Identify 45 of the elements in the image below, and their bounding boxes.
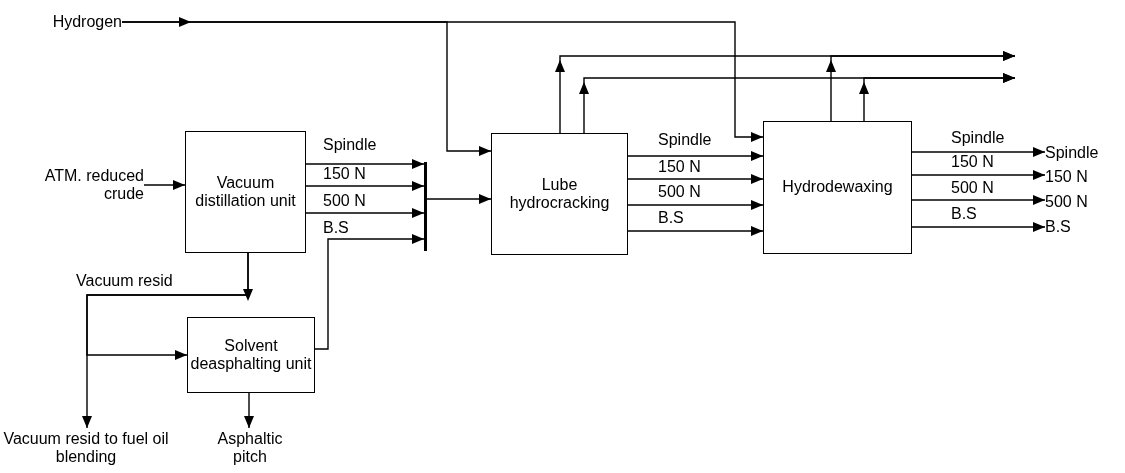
- stream-label: Asphaltic pitch: [200, 428, 300, 468]
- stream-label: 150 N: [1045, 166, 1123, 188]
- stream-label: Hydrogen: [40, 11, 122, 33]
- stream-label: Spindle: [1045, 142, 1123, 164]
- flow-arrow: [627, 174, 764, 184]
- stream-label: ATM. reduced crude: [4, 164, 144, 206]
- flow-arrow: [244, 392, 254, 429]
- stream-label: Vacuum resid to fuel oil blending: [0, 428, 172, 468]
- flow-arrow: [863, 73, 1016, 122]
- collector-bar: [424, 162, 427, 251]
- edge-label: Spindle: [657, 132, 713, 148]
- edge-label: 500 N: [950, 180, 995, 196]
- process-box: Lube hydrocracking: [491, 133, 628, 255]
- flow-arrow: [143, 180, 186, 190]
- edge-label: 150 N: [950, 154, 995, 170]
- edge-label: Vacuum resid: [75, 273, 174, 289]
- flow-arrow: [911, 195, 1046, 205]
- flow-arrow: [86, 252, 249, 360]
- edge-label: B.S: [950, 206, 978, 222]
- process-box: Hydrodewaxing: [763, 121, 912, 254]
- edge-label: 500 N: [322, 193, 367, 209]
- edge-label: B.S: [657, 210, 685, 226]
- flow-arrow: [627, 151, 764, 161]
- edge-label: B.S: [322, 220, 350, 236]
- flow-arrow: [911, 170, 1046, 180]
- edge-label: 500 N: [657, 184, 702, 200]
- flow-arrow: [314, 234, 425, 350]
- flow-arrow: [426, 194, 492, 204]
- flow-arrow: [305, 208, 425, 218]
- edge-label: 150 N: [657, 159, 702, 175]
- edge-label: Spindle: [950, 130, 1006, 146]
- process-box: Solvent deasphalting unit: [187, 317, 315, 393]
- flow-arrow: [911, 147, 1046, 157]
- flow-arrow: [830, 51, 1016, 122]
- flow-arrow: [627, 226, 764, 236]
- process-box: Vacuum distillation unit: [185, 131, 306, 253]
- flow-arrow: [121, 21, 764, 142]
- flow-arrow: [911, 222, 1046, 232]
- flow-arrow: [305, 159, 425, 169]
- flow-arrow: [627, 200, 764, 210]
- stream-label: B.S: [1045, 216, 1123, 238]
- flow-arrow: [305, 181, 425, 191]
- edge-label: Spindle: [322, 137, 378, 153]
- edge-label: 150 N: [322, 166, 367, 182]
- stream-label: 500 N: [1045, 191, 1123, 213]
